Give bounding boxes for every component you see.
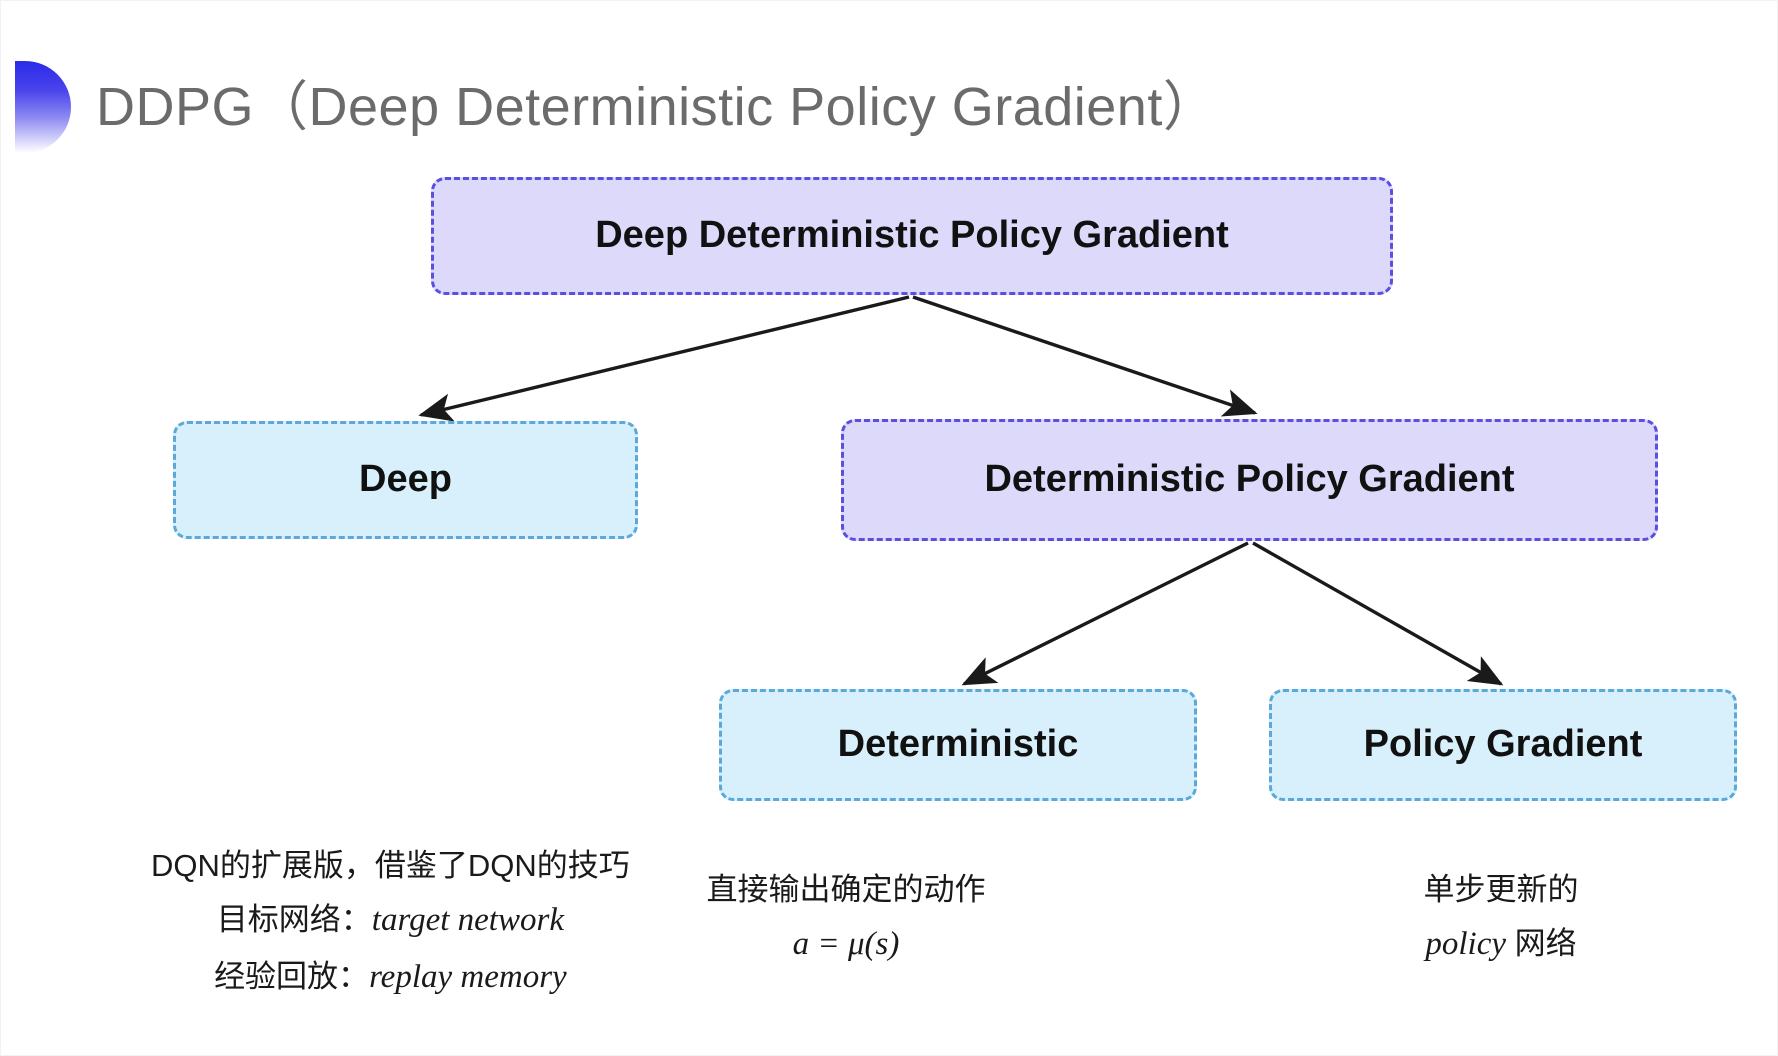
half-circle-bullet-icon — [15, 61, 71, 153]
annotation-policy-gradient-line2: policy 网络 — [1424, 916, 1579, 973]
annotation-policy-gradient: 单步更新的 policy 网络 — [1424, 863, 1579, 973]
annotation-deep-line3-label: 经验回放： — [214, 959, 370, 995]
annotation-deep-line3: 经验回放：replay memory — [151, 949, 630, 1006]
annotation-deterministic-line1: 直接输出确定的动作 — [706, 872, 986, 907]
annotation-deep-line2-label: 目标网络： — [216, 902, 372, 938]
node-policy-gradient[interactable]: Policy Gradient — [1269, 689, 1737, 801]
annotation-deterministic: 直接输出确定的动作 a = μ(s) — [707, 863, 986, 973]
annotation-deep-line2: 目标网络：target network — [151, 892, 630, 949]
node-deep[interactable]: Deep — [173, 421, 638, 539]
annotation-deep-line3-value: replay memory — [369, 959, 567, 996]
annotation-policy-gradient-line1: 单步更新的 — [1423, 872, 1579, 907]
annotation-deep-line1: DQN的扩展版，借鉴了DQN的技巧 — [151, 848, 630, 883]
annotation-deterministic-formula: a = μ(s) — [792, 926, 900, 963]
annotation-deep: DQN的扩展版，借鉴了DQN的技巧 目标网络：target network 经验… — [151, 839, 630, 1006]
page-title: DDPG（Deep Deterministic Policy Gradient） — [96, 77, 1218, 137]
node-deterministic-policy-gradient[interactable]: Deterministic Policy Gradient — [841, 419, 1658, 541]
edge-dpg-to-policy-gradient — [1252, 541, 1504, 686]
edge-root-to-dpg — [912, 295, 1258, 417]
node-deep-deterministic-policy-gradient[interactable]: Deep Deterministic Policy Gradient — [431, 177, 1393, 295]
annotation-deep-line2-value: target network — [371, 902, 564, 939]
edge-dpg-to-deterministic — [961, 541, 1249, 686]
node-deterministic[interactable]: Deterministic — [719, 689, 1197, 801]
annotation-policy-gradient-line2-suffix: 网络 — [1506, 926, 1577, 962]
edge-root-to-deep — [418, 295, 910, 422]
annotation-policy-gradient-line2-value: policy — [1425, 926, 1506, 963]
